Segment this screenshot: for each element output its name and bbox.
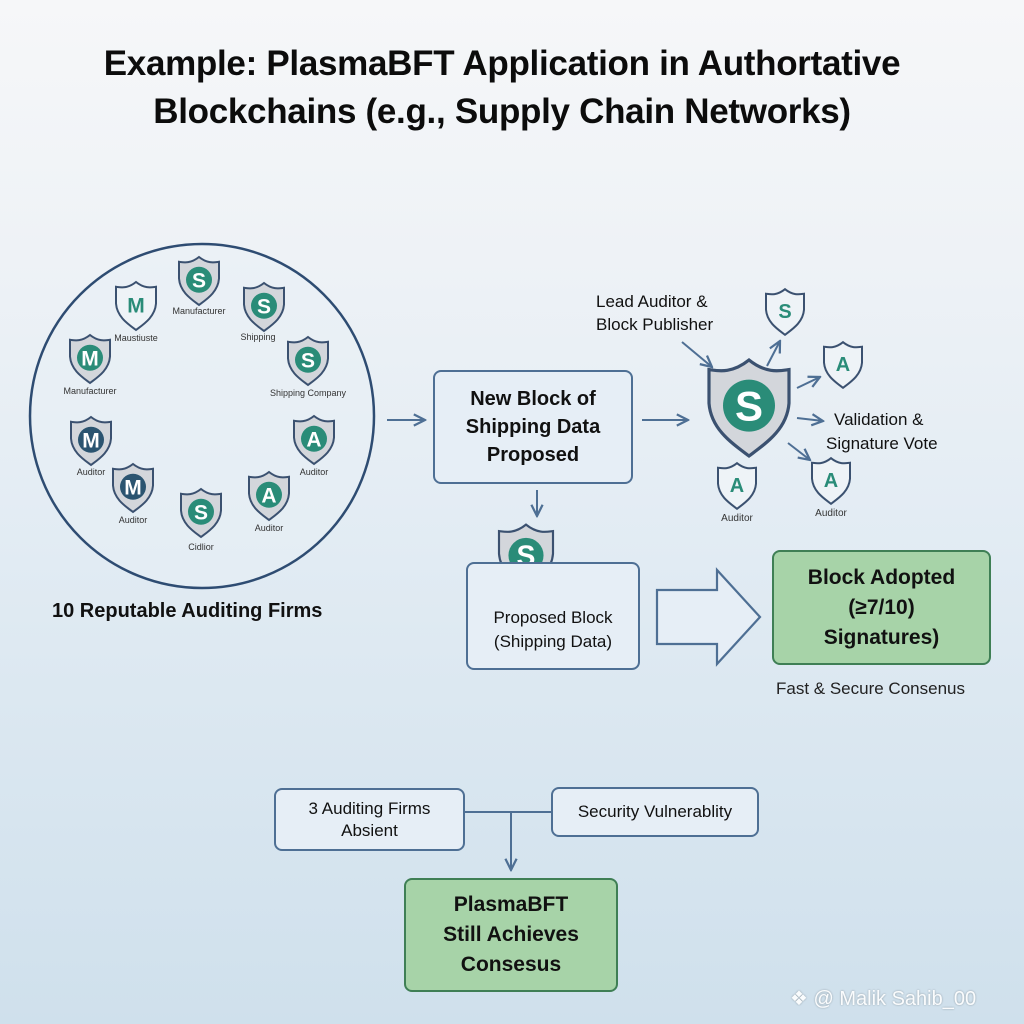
proposed-block-box[interactable]: Proposed Block (Shipping Data)	[466, 562, 640, 670]
vulnerability-text: Security Vulnerablity	[577, 802, 733, 821]
shield-letter: M	[127, 294, 145, 317]
absent-firms-box[interactable]: 3 Auditing Firms Absient	[274, 788, 465, 851]
big-arrow-to-adopted	[655, 567, 762, 667]
fault-connector	[465, 811, 551, 866]
arrow-lead-to-vote	[796, 418, 823, 421]
network-node-shield: M	[112, 462, 154, 514]
proposal-line-3: Proposed	[486, 444, 580, 466]
network-node-shield: M	[69, 333, 111, 385]
shield-letter: A	[306, 428, 321, 451]
network-node-shield: S	[180, 487, 222, 539]
lead-auditor-shield: S	[707, 357, 791, 458]
network-node-label: Shipping	[240, 332, 276, 342]
lead-label-line-2: Block Publisher	[596, 315, 714, 334]
shield-letter: S	[301, 349, 315, 372]
result-line-3: Consesus	[460, 953, 562, 976]
network-node-label: Auditor	[299, 467, 329, 477]
arrow-lead-to-v1	[766, 341, 780, 367]
adopted-line-3: Signatures)	[823, 625, 940, 649]
adopted-caption: Fast & Secure Consenus	[776, 679, 965, 698]
network-node-shield: A	[248, 470, 290, 522]
shield-icon	[811, 456, 851, 506]
network-node-label: Cidlior	[188, 542, 214, 552]
network-node-label: Maustiuste	[114, 333, 158, 343]
title-line-1: Example: PlasmaBFT Application in Author…	[103, 44, 901, 83]
network-node-label: Manufacturer	[63, 386, 117, 396]
network-circle	[28, 242, 376, 590]
shield-letter: M	[124, 476, 142, 499]
validator-shield: S	[765, 287, 805, 337]
network-node-label: Auditor	[118, 515, 148, 525]
proposal-line-2: Shipping Data	[465, 416, 601, 438]
shield-icon	[717, 461, 757, 511]
shield-icon	[765, 287, 805, 337]
network-node-shield: A	[293, 414, 335, 466]
absent-line-2: Absient	[341, 820, 398, 840]
title-line-2: Blockchains (e.g., Supply Chain Networks…	[153, 92, 851, 131]
shield-letter: M	[82, 429, 100, 452]
validator-shield: A	[811, 456, 851, 506]
result-line-1: PlasmaBFT	[453, 893, 569, 916]
validation-vote-label: Validation & Signature Vote	[826, 408, 938, 456]
security-vulnerability-box[interactable]: Security Vulnerablity	[551, 787, 759, 837]
proposal-line-1: New Block of	[470, 388, 596, 410]
shield-letter: S	[778, 301, 791, 323]
binance-diamond-icon: ❖	[790, 988, 808, 1010]
watermark: ❖ @ Malik Sahib_00	[790, 986, 976, 1011]
network-node-shield: S	[287, 335, 329, 387]
network-node-shield: S	[178, 255, 220, 307]
proposed-block-line-1: Proposed Block	[493, 608, 613, 627]
validator-label: Auditor	[721, 513, 753, 524]
validator-shield: A	[823, 340, 863, 390]
arrow-label-to-lead	[681, 341, 712, 367]
network-node-shield: M	[70, 415, 112, 467]
shield-letter: M	[81, 347, 99, 370]
network-node-label: Shipping Company	[269, 388, 347, 398]
validator-shield: A	[717, 461, 757, 511]
page-title: Example: PlasmaBFT Application in Author…	[0, 40, 1004, 136]
watermark-text: @ Malik Sahib_00	[813, 988, 977, 1010]
shield-letter: S	[735, 383, 763, 430]
proposed-block-line-2: (Shipping Data)	[493, 632, 613, 651]
lead-label-line-1: Lead Auditor &	[596, 292, 708, 311]
adopted-line-1: Block Adopted	[807, 565, 956, 589]
shield-letter: S	[192, 269, 206, 292]
shield-letter: A	[730, 475, 744, 497]
shield-letter: A	[824, 470, 838, 492]
still-achieves-consensus-box[interactable]: PlasmaBFT Still Achieves Consesus	[404, 878, 618, 992]
result-line-2: Still Achieves	[443, 923, 579, 946]
shield-letter: A	[261, 484, 276, 507]
block-adopted-box[interactable]: Block Adopted (≥7/10) Signatures)	[772, 550, 991, 665]
arrow-lead-to-v2	[796, 377, 820, 389]
network-caption: 10 Reputable Auditing Firms	[52, 600, 323, 622]
lead-auditor-label: Lead Auditor & Block Publisher	[596, 290, 713, 336]
vote-label-line-2: Signature Vote	[826, 434, 938, 453]
network-node-shield: M	[115, 280, 157, 332]
validator-label: Auditor	[815, 508, 847, 519]
network-node-label: Auditor	[254, 523, 284, 533]
vote-label-line-1: Validation &	[834, 410, 924, 429]
absent-line-1: 3 Auditing Firms	[308, 798, 431, 818]
network-node-label: Manufacturer	[172, 306, 226, 316]
network-node-label: Auditor	[76, 467, 106, 477]
network-node-shield: S	[243, 281, 285, 333]
new-block-proposed-box[interactable]: New Block of Shipping Data Proposed	[433, 370, 633, 484]
arrow-lead-to-v4	[787, 442, 810, 460]
shield-letter: A	[836, 354, 850, 376]
shield-letter: S	[257, 295, 271, 318]
adopted-line-2: (≥7/10)	[848, 595, 915, 619]
shield-icon	[115, 280, 157, 332]
shield-letter: S	[194, 501, 208, 524]
shield-icon	[823, 340, 863, 390]
